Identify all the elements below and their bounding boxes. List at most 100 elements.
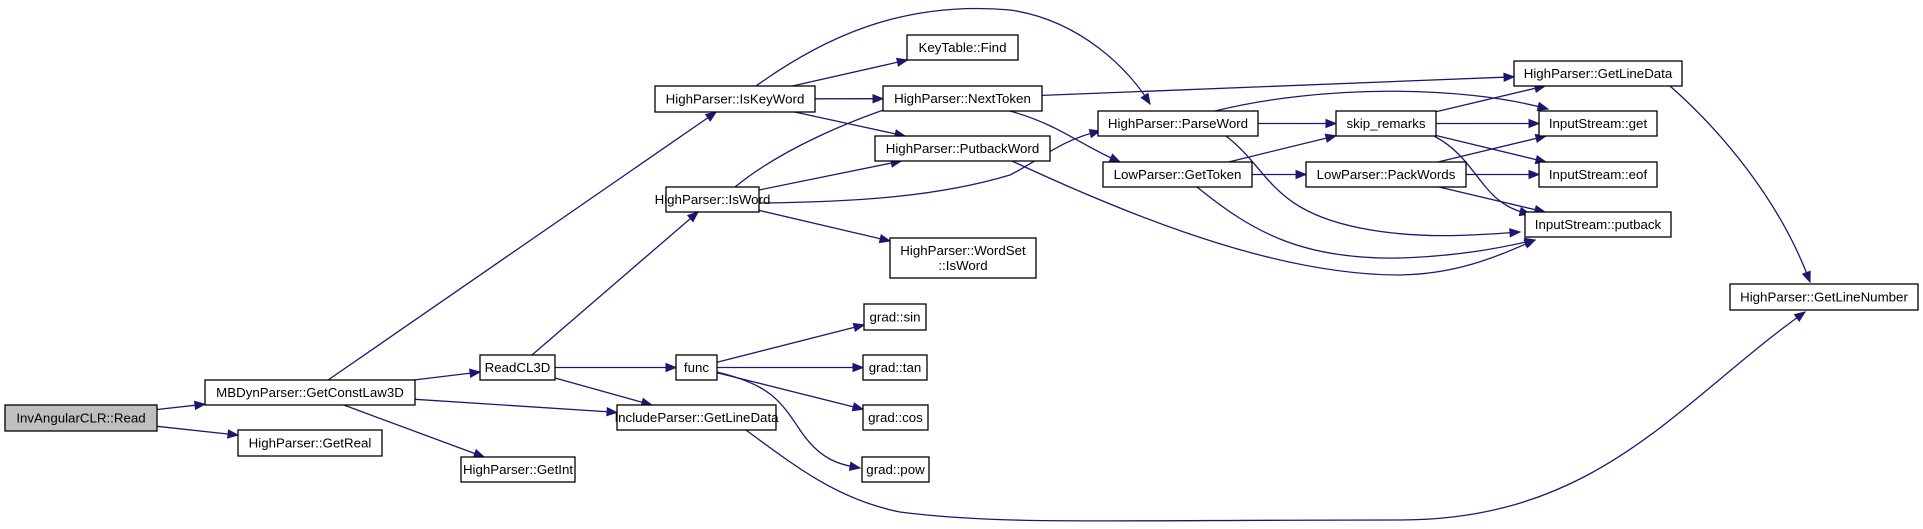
edge-func-to-gradtan bbox=[717, 362, 865, 373]
node-wordsetisword[interactable]: HighParser::WordSet::IsWord bbox=[889, 237, 1037, 279]
arrowhead-icon bbox=[872, 93, 885, 104]
node-nexttoken[interactable]: HighParser::NextToken bbox=[882, 85, 1043, 112]
node-includegetlinedata[interactable]: IncludeParser::GetLineData bbox=[614, 404, 779, 431]
arrowhead-icon bbox=[851, 402, 865, 412]
edge-line bbox=[413, 371, 481, 381]
node-putbackword[interactable]: HighParser::PutbackWord bbox=[874, 135, 1051, 162]
arrowhead-icon bbox=[704, 111, 718, 122]
arrowhead-icon bbox=[848, 461, 862, 471]
edge-line bbox=[794, 111, 906, 137]
edge-parseword-to-skipremarks bbox=[1258, 118, 1338, 129]
edge-gettoken-to-packwords bbox=[1252, 169, 1308, 180]
node-label: ReadCL3D bbox=[485, 360, 551, 375]
node-label: HighParser::GetLineData bbox=[1524, 66, 1673, 81]
node-root: InvAngularCLR::Read bbox=[4, 404, 158, 432]
edge-parseword-to-isget bbox=[1214, 90, 1550, 112]
edge-skipremarks-to-isget bbox=[1436, 118, 1541, 129]
node-box bbox=[675, 354, 718, 381]
node-label: InputStream::eof bbox=[1549, 167, 1648, 182]
node-label: HighParser::ParseWord bbox=[1108, 116, 1248, 131]
edge-line bbox=[755, 7, 1151, 105]
arrowhead-icon bbox=[1793, 311, 1807, 322]
edge-includegetlinedata-to-getlinenumber bbox=[745, 311, 1807, 522]
node-readcl3d[interactable]: ReadCL3D bbox=[479, 354, 556, 381]
node-iskeyword[interactable]: HighParser::IsKeyWord bbox=[654, 85, 816, 113]
edge-line bbox=[792, 59, 908, 87]
arrowhead-icon bbox=[1503, 72, 1516, 82]
node-gradcos[interactable]: grad::cos bbox=[862, 404, 929, 431]
arrowhead-icon bbox=[194, 400, 207, 411]
node-label: HighParser::NextToken bbox=[894, 91, 1031, 106]
arrowhead-icon bbox=[1528, 169, 1541, 180]
node-isword[interactable]: HighParser::IsWord bbox=[655, 186, 771, 213]
edge-line bbox=[1438, 186, 1546, 213]
node-func[interactable]: func bbox=[675, 354, 718, 381]
node-gradtan[interactable]: grad::tan bbox=[862, 354, 928, 381]
node-box bbox=[479, 354, 556, 381]
edge-line bbox=[1009, 110, 1121, 163]
node-isputback[interactable]: InputStream::putback bbox=[1524, 211, 1672, 238]
node-box bbox=[237, 429, 383, 457]
node-box bbox=[204, 379, 416, 406]
edge-line bbox=[716, 371, 861, 469]
node-getlinenumber[interactable]: HighParser::GetLineNumber bbox=[1729, 283, 1919, 311]
edge-line bbox=[1228, 135, 1337, 163]
node-label: InputStream::get bbox=[1549, 116, 1648, 131]
node-box bbox=[1729, 283, 1919, 311]
node-box bbox=[1102, 161, 1253, 188]
node-label: HighParser::GetReal bbox=[249, 436, 372, 451]
node-getint[interactable]: HighParser::GetInt bbox=[460, 456, 576, 483]
edge-line bbox=[1011, 160, 1536, 276]
edge-root-to-getconstlaw3d bbox=[156, 400, 207, 411]
edge-getconstlaw3d-to-readcl3d bbox=[413, 368, 482, 381]
arrowhead-icon bbox=[1108, 153, 1122, 163]
edge-line bbox=[716, 324, 865, 363]
edge-line bbox=[1196, 186, 1536, 259]
node-getconstlaw3d[interactable]: MBDynParser::GetConstLaw3D bbox=[204, 379, 416, 406]
node-packwords[interactable]: LowParser::PackWords bbox=[1305, 161, 1467, 188]
node-gradsin[interactable]: grad::sin bbox=[863, 303, 927, 331]
edge-line bbox=[1225, 135, 1521, 237]
arrowhead-icon bbox=[1523, 237, 1537, 247]
node-iseof[interactable]: InputStream::eof bbox=[1538, 161, 1658, 188]
arrowhead-icon bbox=[1528, 118, 1541, 129]
node-label: InvAngularCLR::Read bbox=[16, 411, 145, 426]
edge-iskeyword-to-nexttoken bbox=[814, 93, 885, 104]
edge-isword-to-putbackword bbox=[758, 158, 903, 191]
arrowhead-icon bbox=[1295, 169, 1308, 180]
arrowhead-icon bbox=[1325, 118, 1338, 129]
node-keytablefind[interactable]: KeyTable::Find bbox=[906, 34, 1019, 61]
node-skipremarks[interactable]: skip_remarks bbox=[1335, 110, 1437, 137]
node-highgetlinedata[interactable]: HighParser::GetLineData bbox=[1513, 60, 1683, 87]
node-box bbox=[665, 186, 760, 213]
edge-line bbox=[327, 111, 717, 381]
edge-packwords-to-iseof bbox=[1466, 169, 1541, 180]
node-getreal[interactable]: HighParser::GetReal bbox=[237, 429, 383, 457]
node-gettoken[interactable]: LowParser::GetToken bbox=[1102, 161, 1253, 188]
arrowhead-icon bbox=[606, 407, 619, 417]
node-box bbox=[862, 404, 929, 431]
arrowhead-icon bbox=[665, 362, 678, 373]
node-label: grad::tan bbox=[869, 360, 922, 375]
edge-line bbox=[554, 377, 652, 406]
node-gradpow[interactable]: grad::pow bbox=[861, 456, 930, 483]
nodes-layer: InvAngularCLR::Read MBDynParser::GetConst… bbox=[4, 34, 1919, 483]
edge-line bbox=[745, 311, 1806, 522]
node-label: grad::sin bbox=[870, 310, 921, 325]
arrowhead-icon bbox=[852, 322, 866, 333]
edge-parseword-to-isputback bbox=[1225, 135, 1522, 238]
node-label: LowParser::PackWords bbox=[1317, 167, 1456, 182]
arrowhead-icon bbox=[227, 429, 240, 439]
edge-isword-to-parseword bbox=[758, 129, 1102, 204]
node-label: KeyTable::Find bbox=[919, 40, 1007, 55]
node-box bbox=[616, 404, 777, 431]
arrowhead-icon bbox=[686, 211, 700, 223]
edge-func-to-gradpow bbox=[716, 371, 862, 471]
node-parseword[interactable]: HighParser::ParseWord bbox=[1097, 110, 1259, 137]
edge-line bbox=[414, 398, 618, 414]
node-isget[interactable]: InputStream::get bbox=[1538, 110, 1658, 137]
edge-line bbox=[758, 160, 902, 191]
node-box bbox=[1538, 161, 1658, 188]
edge-iskeyword-to-parseword bbox=[755, 7, 1151, 106]
